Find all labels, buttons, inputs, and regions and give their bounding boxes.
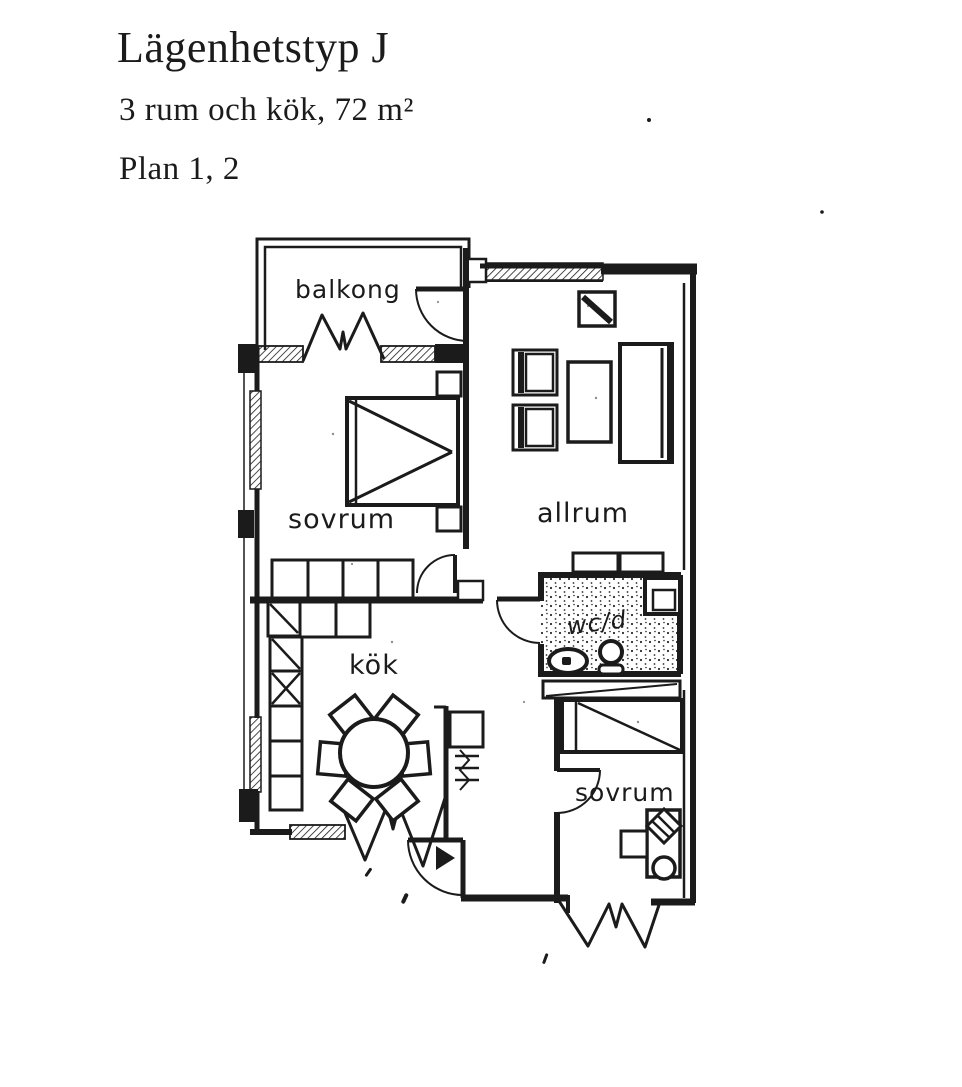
stair-break-icon: [335, 791, 449, 868]
page-subtitle: 3 rum och kök, 72 m²: [119, 92, 414, 128]
upper-bedroom-label: sovrum: [288, 504, 395, 535]
stair-break-icon: [301, 311, 386, 362]
washbasin-icon: [547, 647, 589, 675]
dining-table-icon: [338, 717, 410, 789]
shower-icon-inner: [651, 588, 677, 612]
tv-icon: [577, 290, 617, 328]
armchair-icon: [511, 348, 559, 397]
page-plan-line: Plan 1, 2: [119, 151, 240, 187]
window-hatch: [249, 716, 262, 793]
dining-chair-icon: [373, 776, 421, 824]
lower-bedroom-label: sovrum: [575, 778, 675, 807]
bathroom-door: [496, 596, 541, 644]
dining-set-icon: [315, 692, 433, 824]
bedside-table-icon: [435, 505, 463, 533]
armchair-icon: [511, 403, 559, 452]
doors: [407, 286, 601, 896]
stair-break-icon: [557, 898, 663, 949]
balcony-door: [415, 286, 469, 342]
bathroom: [538, 572, 683, 677]
opening-break-icons: [301, 311, 663, 949]
coffee-table-icon: [566, 360, 613, 444]
scan-specks: [331, 118, 824, 964]
bedside-table-icon: [435, 370, 463, 398]
window-hatch: [249, 390, 262, 490]
kitchen-label: kök: [349, 650, 399, 681]
single-bed-icon: [560, 698, 684, 754]
lower-bedroom-door: [556, 768, 601, 814]
side-table-icon: [619, 829, 649, 859]
window-hatch: [485, 262, 604, 281]
toilet-icon: [597, 639, 625, 676]
entrance-door: [407, 837, 464, 896]
stool-icon: [651, 855, 677, 881]
double-bed-icon: [345, 370, 463, 533]
window-hatch: [289, 824, 346, 840]
window-hatch: [256, 345, 304, 363]
upper-bedroom-door: [416, 554, 457, 594]
walls: [238, 248, 697, 913]
entrance-arrow-icon: [436, 846, 455, 870]
page-title: Lägenhetstyp J: [117, 23, 390, 72]
balcony-label: balkong: [295, 275, 401, 304]
dining-chair-icon: [328, 776, 376, 824]
living-room-label: allrum: [537, 498, 629, 529]
hall-closet-icon: [448, 710, 485, 749]
window-hatch: [380, 345, 436, 363]
heater-icon: [455, 749, 479, 791]
desk-icon: [619, 806, 684, 881]
kitchen-counter: [266, 600, 372, 812]
sofa-icon: [618, 342, 674, 464]
wardrobe-row: [270, 558, 415, 600]
